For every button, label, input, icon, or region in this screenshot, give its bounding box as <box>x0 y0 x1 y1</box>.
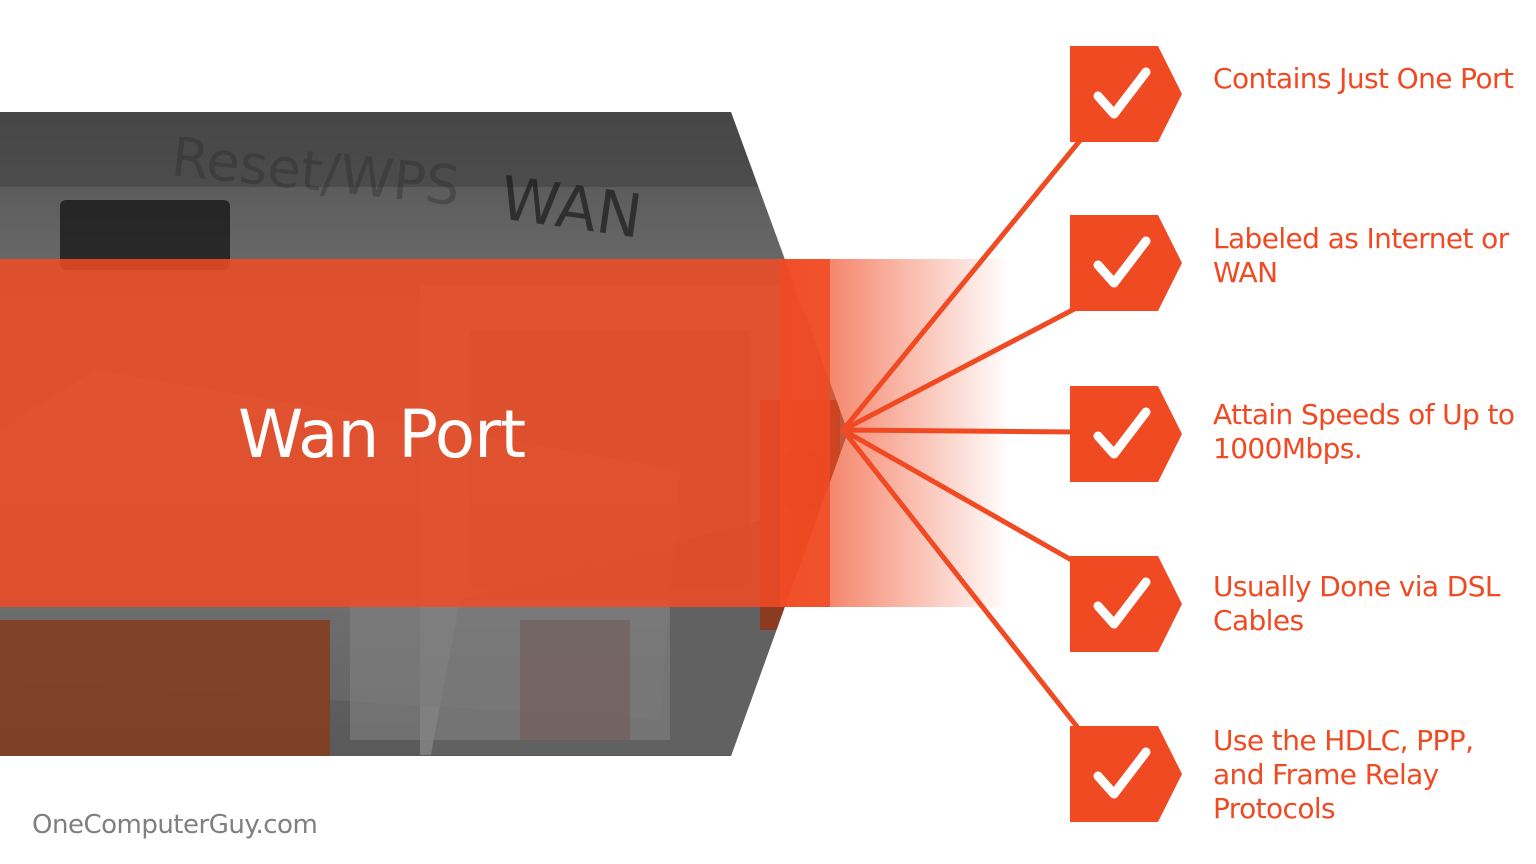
check-badge <box>1070 386 1182 482</box>
check-badge <box>1070 726 1182 822</box>
connector-line <box>840 135 1085 433</box>
check-badge <box>1070 556 1182 652</box>
feature-label-5: Use the HDLC, PPP, and Frame Relay Proto… <box>1213 724 1474 825</box>
connector-lines <box>840 135 1085 736</box>
watermark: OneComputerGuy.com <box>32 810 318 840</box>
connector-line <box>840 427 1085 569</box>
checkmark-icon <box>1093 407 1151 459</box>
feature-label-4: Usually Done via DSL Cables <box>1213 570 1501 637</box>
check-badge <box>1070 46 1182 142</box>
checkmark-icon <box>1093 236 1151 288</box>
checkmark-icon <box>1093 67 1151 119</box>
connector-line <box>840 302 1085 433</box>
check-badges <box>1070 46 1182 822</box>
connector-line <box>840 427 1085 736</box>
diagram-title: Wan Port <box>238 396 526 473</box>
feature-label-1: Contains Just One Port <box>1213 62 1514 95</box>
checkmark-icon <box>1093 747 1151 799</box>
checkmark-icon <box>1093 577 1151 629</box>
title-band <box>0 259 1010 607</box>
feature-label-2: Labeled as Internet or WAN <box>1213 222 1509 289</box>
connector-line <box>840 427 1081 435</box>
check-badge <box>1070 215 1182 311</box>
feature-label-3: Attain Speeds of Up to 1000Mbps. <box>1213 398 1515 465</box>
